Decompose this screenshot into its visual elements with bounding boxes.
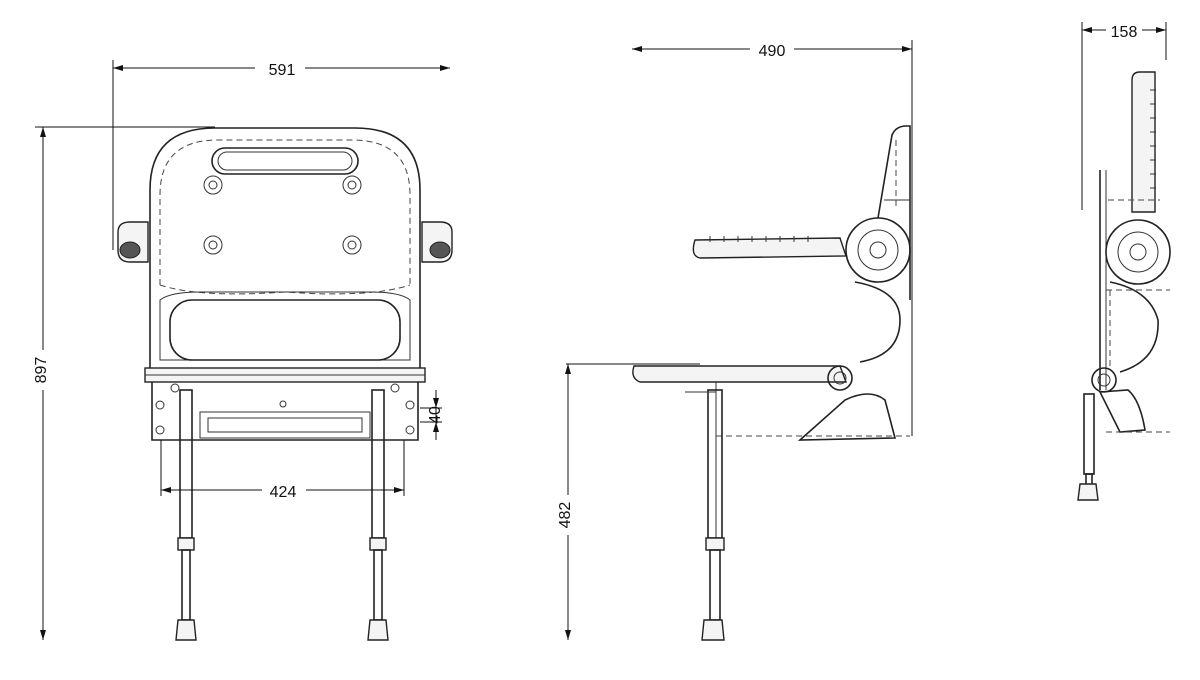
side-view: 490 482: [557, 40, 913, 641]
leg-spacing-dimension: 424: [160, 440, 405, 501]
front-width-dimension: 591: [112, 58, 450, 250]
side-depth-dimension: 490: [632, 40, 913, 436]
folded-depth-dimension: 158: [1081, 20, 1167, 210]
folded-ribs: [1150, 89, 1156, 189]
seat-thickness-label: 40: [427, 406, 444, 424]
side-depth-label: 490: [759, 43, 786, 60]
folded-view: 158: [1077, 20, 1171, 501]
seat-height-dimension: 482: [557, 363, 700, 640]
leg-spacing-label: 424: [270, 484, 297, 501]
folded-depth-label: 158: [1111, 24, 1138, 41]
seat-height-label: 482: [557, 502, 574, 529]
armrest-ribs: [709, 236, 809, 242]
front-height-dimension: 897: [32, 126, 215, 640]
seat-thickness-dimension: 40: [420, 390, 444, 440]
front-width-label: 591: [269, 62, 296, 79]
front-height-label: 897: [33, 357, 50, 384]
front-view: 591 897: [32, 58, 453, 641]
